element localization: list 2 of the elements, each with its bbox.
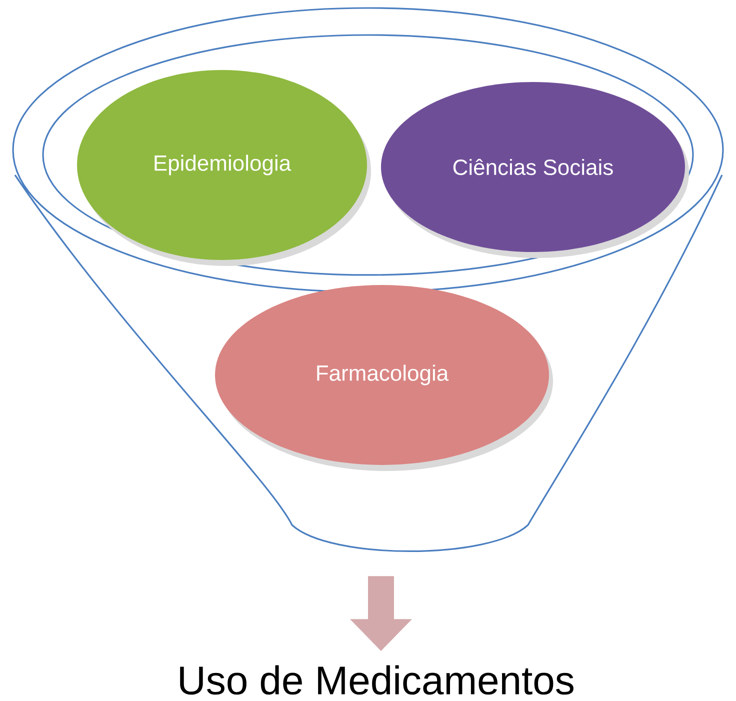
funnel-drawing — [12, 7, 724, 552]
result-label: Uso de Medicamentos — [180, 665, 574, 695]
